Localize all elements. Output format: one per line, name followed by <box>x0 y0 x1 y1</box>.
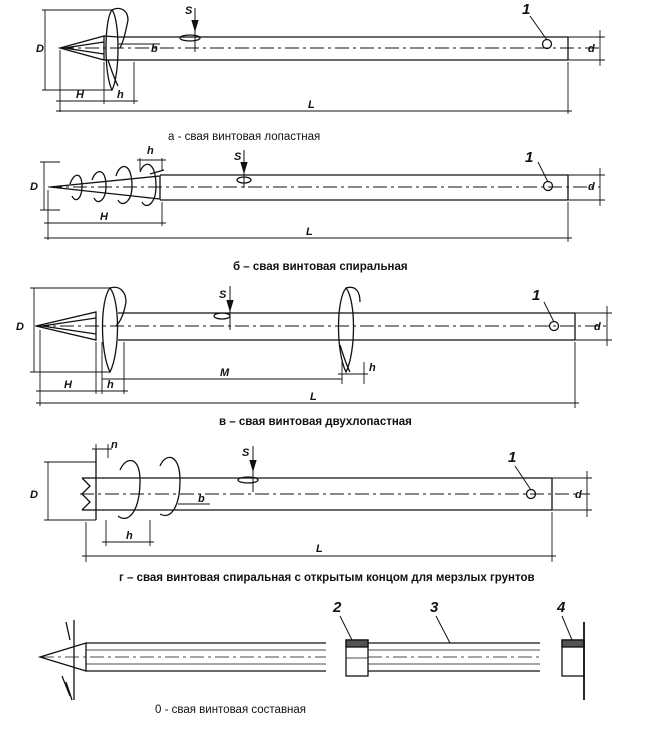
callout-4-d: 4 <box>556 599 566 616</box>
label-d-b: d <box>588 181 595 193</box>
figure-v-two-blade-pile <box>30 286 612 408</box>
label-D-a: D <box>36 43 44 55</box>
label-d-a: d <box>588 43 595 55</box>
label-h-a: h <box>117 89 124 101</box>
label-h1-v: h <box>107 379 114 391</box>
label-b-g: b <box>198 493 205 505</box>
label-S-g: S <box>242 447 250 459</box>
caption-b: б – свая винтовая спиральная <box>233 261 408 273</box>
caption-g: г – свая винтовая спиральная с открытым … <box>119 572 535 584</box>
figure-g-open-end-spiral-pile <box>44 444 592 562</box>
label-L-a: L <box>308 99 315 111</box>
label-S-v: S <box>219 289 227 301</box>
callout-1-g: 1 <box>508 449 516 466</box>
caption-d: 0 - свая винтовая составная <box>155 704 306 716</box>
label-n-g: n <box>111 439 118 451</box>
label-S-a: S <box>185 5 193 17</box>
label-D-b: D <box>30 181 38 193</box>
callout-1-b: 1 <box>525 149 533 166</box>
label-H-v: H <box>64 379 73 391</box>
figure-a-bladed-pile <box>42 7 605 114</box>
figure-d-composite-pile <box>37 615 585 701</box>
label-h-b: h <box>147 145 154 157</box>
label-h2-v: h <box>369 362 376 374</box>
label-L-b: L <box>306 226 313 238</box>
callout-2-d: 2 <box>332 599 342 616</box>
label-d-g: d <box>575 489 582 501</box>
label-L-g: L <box>316 543 323 555</box>
label-h-g: h <box>126 530 133 542</box>
label-D-v: D <box>16 321 24 333</box>
label-M-v: M <box>220 367 230 379</box>
callout-1-a: 1 <box>522 1 530 18</box>
label-b-a: b <box>151 43 158 55</box>
label-L-v: L <box>310 391 317 403</box>
label-d-v: d <box>594 321 601 333</box>
callout-3-d: 3 <box>430 599 439 616</box>
callout-1-v: 1 <box>532 287 540 304</box>
figure-b-spiral-pile <box>40 150 605 242</box>
label-H-a: H <box>76 89 85 101</box>
label-H-b: H <box>100 211 109 223</box>
caption-a: а - свая винтовая лопастная <box>168 131 320 143</box>
caption-v: в – свая винтовая двухлопастная <box>219 416 412 428</box>
label-S-b: S <box>234 151 242 163</box>
label-D-g: D <box>30 489 38 501</box>
